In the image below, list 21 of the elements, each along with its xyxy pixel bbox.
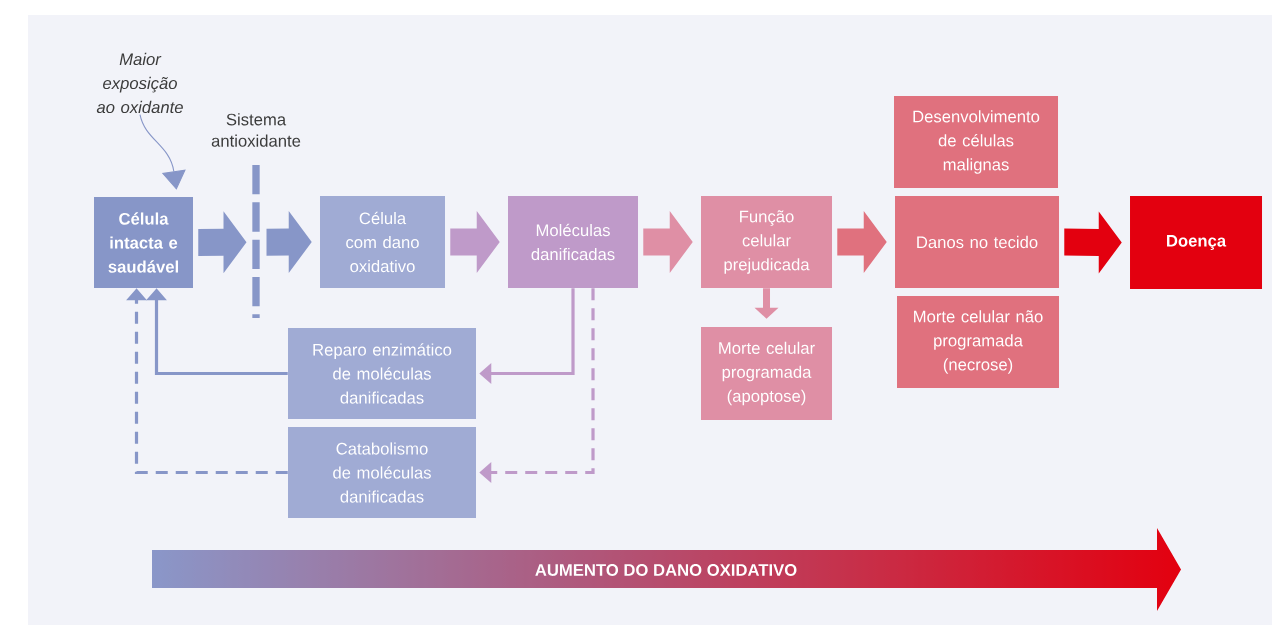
caption-text: Sistema antioxidante: [211, 113, 301, 147]
process-box: Desenvolvimento de células malignas: [894, 96, 1058, 188]
arrow: [139, 114, 186, 190]
process-box: Catabolismo de moléculas danificadas: [288, 427, 476, 518]
block-arrow: [198, 211, 312, 274]
note-text: Maior exposição ao oxidante: [96, 52, 183, 114]
block-arrow: [450, 211, 500, 273]
arrow-label: AUMENTO DO DANO OXIDATIVO: [535, 564, 797, 576]
process-box: Moléculas danificadas: [508, 196, 638, 288]
block-arrow: [1064, 211, 1122, 274]
block-arrow: [754, 288, 779, 319]
block-arrow: [643, 211, 693, 273]
process-box: Morte celular programada (apoptose): [701, 327, 832, 420]
process-box: Célula intacta e saudável: [94, 197, 193, 288]
block-arrow: [837, 211, 887, 273]
process-box: Doença: [1130, 196, 1262, 289]
process-box: Danos no tecido: [895, 196, 1059, 288]
process-box: Reparo enzimático de moléculas danificadas: [288, 328, 476, 419]
process-box: Morte celular não programada (necrose): [897, 296, 1059, 388]
process-box: Função celular prejudicada: [701, 196, 832, 288]
process-box: Célula com dano oxidativo: [320, 196, 445, 288]
